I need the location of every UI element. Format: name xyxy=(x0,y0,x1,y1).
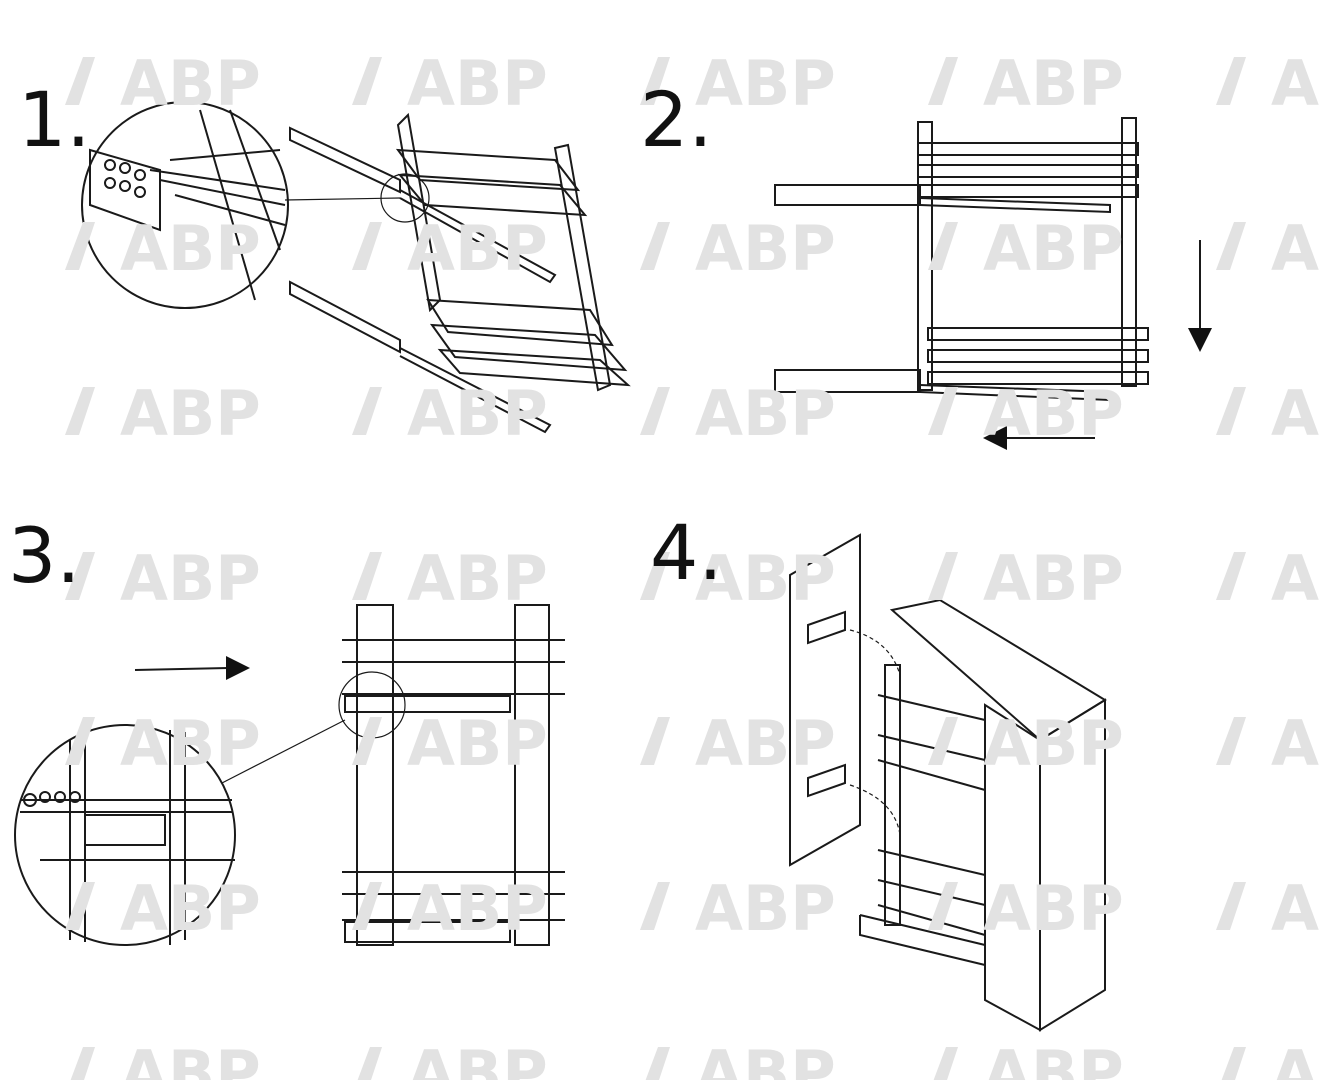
step-2-illustration xyxy=(774,117,1149,402)
detail-leader-line-3 xyxy=(221,719,346,784)
slide-rail-top xyxy=(289,126,557,284)
step-number-4: 4. xyxy=(650,508,723,597)
slide-rail-bottom xyxy=(289,280,552,434)
detail-focus-circle xyxy=(380,173,430,223)
step-number-3: 3. xyxy=(8,511,81,600)
step-1-illustration xyxy=(81,101,631,434)
step-4-illustration xyxy=(789,533,1107,1032)
step-number-2: 2. xyxy=(640,75,713,164)
arrow-left-icon xyxy=(983,426,1095,450)
wire-rack-frame xyxy=(395,112,631,392)
arrow-down-icon xyxy=(1188,240,1212,352)
detail-runner-closeup xyxy=(89,109,286,301)
detail-focus-circle-3 xyxy=(338,671,406,739)
step-3-rack xyxy=(342,604,565,946)
detail-magnifier-circle xyxy=(81,101,289,309)
detail-magnifier-circle-3 xyxy=(14,724,236,946)
step-number-1: 1. xyxy=(18,75,91,164)
detail-leader-line xyxy=(284,197,401,201)
arrow-right-icon xyxy=(134,656,250,680)
